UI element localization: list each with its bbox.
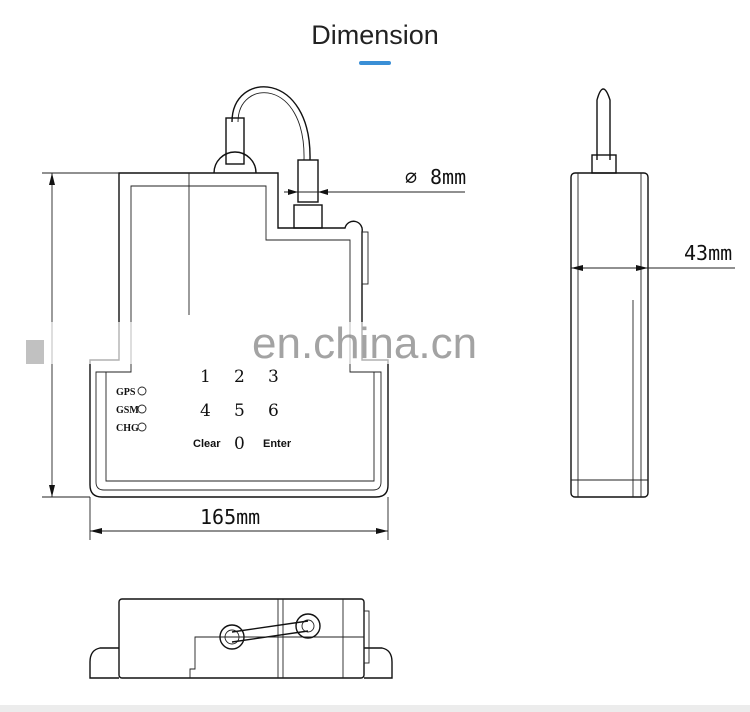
footer-strip (0, 705, 750, 712)
front-view: ∅ 8mm 165mm GPS GSM CHG 1 2 3 4 5 6 Clea… (42, 86, 466, 540)
key-2: 2 (234, 367, 245, 387)
title-underline (359, 61, 391, 65)
cable-diameter-label: 8mm (430, 165, 466, 189)
keypad: 1 2 3 4 5 6 Clear 0 Enter (193, 367, 292, 454)
key-enter: Enter (263, 438, 292, 450)
key-clear: Clear (193, 438, 221, 450)
key-1: 1 (200, 367, 211, 387)
bottom-view (89, 598, 393, 679)
watermark-text: en.china.cn (252, 319, 477, 368)
depth-label: 43mm (684, 241, 732, 265)
led-gsm-label: GSM (116, 405, 139, 416)
width-label: 165mm (200, 505, 260, 529)
led-gps-label: GPS (116, 387, 136, 398)
side-view: 43mm (570, 88, 735, 498)
watermark: en.china.cn (0, 319, 520, 368)
key-6: 6 (268, 401, 279, 421)
led-indicators: GPS GSM CHG (116, 386, 147, 434)
key-5: 5 (234, 401, 245, 421)
led-chg-label: CHG (116, 423, 139, 434)
diameter-symbol: ∅ (405, 165, 417, 189)
key-0: 0 (234, 434, 245, 454)
key-4: 4 (200, 401, 211, 421)
page-title: Dimension (311, 20, 439, 50)
key-3: 3 (268, 367, 279, 387)
